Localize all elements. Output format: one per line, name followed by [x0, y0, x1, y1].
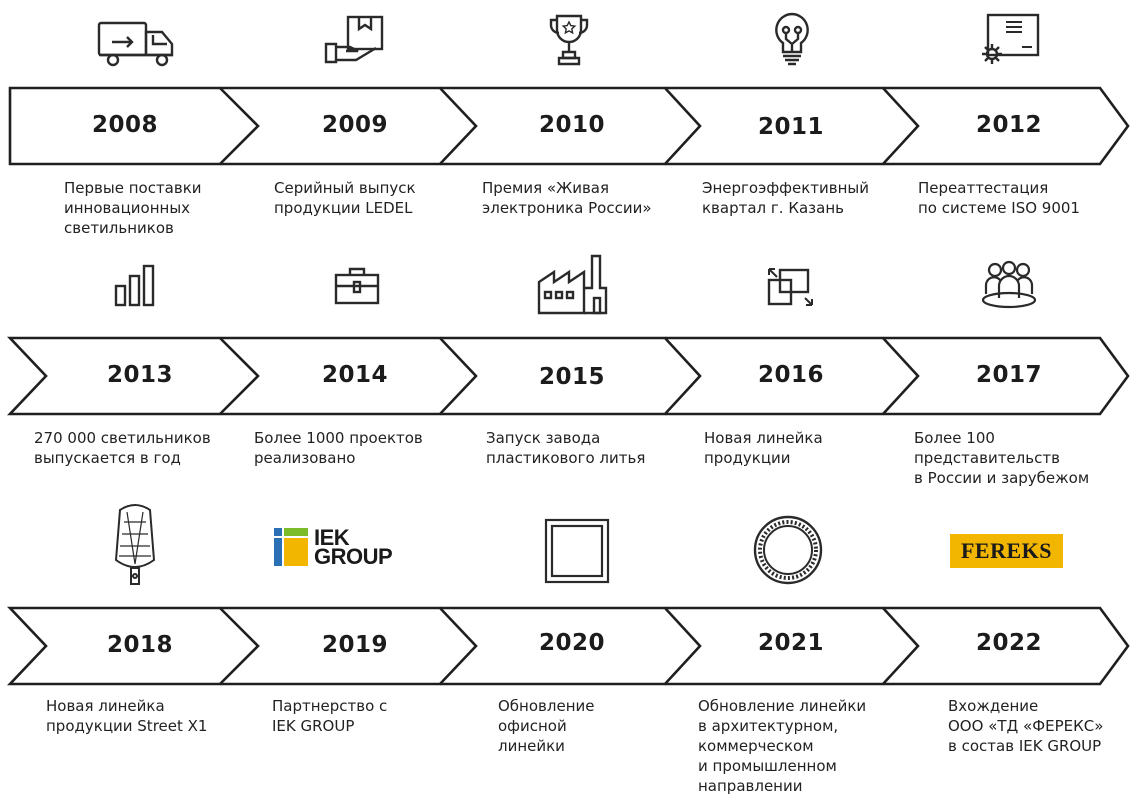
milestone-description: Обновление линейки в архитектурном, комм…	[698, 697, 867, 795]
milestone-description: Первые поставки инновационных светильник…	[64, 179, 202, 237]
milestone-description: Энергоэффективный квартал г. Казань	[702, 179, 869, 217]
iek-logo-text-line1: IEK	[314, 525, 350, 550]
year-label: 2012	[975, 112, 1042, 138]
iek-logo-bar-green	[284, 528, 308, 536]
lightbulb-icon	[770, 10, 814, 72]
expand-square-icon	[766, 266, 814, 312]
milestone-description: Новая линейка продукции Street X1	[46, 697, 208, 735]
year-label: 2020	[538, 630, 605, 656]
iek-logo-square-yellow	[284, 538, 308, 566]
year-label: 2022	[975, 630, 1042, 656]
milestone-description: Серийный выпуск продукции LEDEL	[274, 179, 416, 217]
year-label: 2016	[757, 362, 824, 388]
year-label: 2009	[321, 112, 388, 138]
timeline-row-1: 2008 2009 2010 2011 2012 Первые поставки…	[0, 0, 1131, 250]
truck-icon	[96, 18, 180, 72]
briefcase-icon	[333, 266, 381, 310]
milestone-description: Более 1000 проектов реализовано	[254, 429, 423, 467]
milestone-description: Переаттестация по системе ISO 9001	[918, 179, 1080, 217]
trophy-icon	[548, 12, 590, 72]
milestone-description: 270 000 светильников выпускается в год	[34, 429, 211, 467]
year-label: 2017	[975, 362, 1042, 388]
iek-logo-square-blue	[274, 528, 282, 536]
timeline-arrow-band-2: 2013 2014 2015 2016 2017	[0, 336, 1131, 416]
milestone-description: Более 100 представительств в России и за…	[914, 429, 1090, 487]
square-panel-icon	[544, 518, 610, 588]
milestone-description: Премия «Живая электроника России»	[482, 179, 652, 217]
milestone-description: Обновление офисной линейки	[498, 697, 595, 755]
timeline-arrow-band-3: 2018 2019 2020 2021 2022	[0, 606, 1131, 686]
year-label: 2008	[91, 112, 158, 138]
year-label: 2015	[538, 364, 605, 390]
year-label: 2018	[106, 632, 173, 658]
street-lamp-icon	[112, 502, 158, 594]
product-box-icon	[322, 14, 388, 70]
milestone-description: Партнерство с IEK GROUP	[272, 697, 388, 735]
year-label: 2014	[321, 362, 388, 388]
year-label: 2019	[321, 632, 388, 658]
bar-chart-icon	[113, 264, 157, 312]
year-label: 2021	[757, 630, 824, 656]
year-label: 2011	[757, 114, 824, 140]
factory-icon	[536, 252, 612, 320]
timeline-row-3: IEK GROUP FEREKS 2018 2019 2020 2021 202…	[0, 500, 1131, 805]
year-label: 2010	[538, 112, 605, 138]
timeline-arrow-band-1: 2008 2009 2010 2011 2012	[0, 86, 1131, 166]
milestone-description: Новая линейка продукции	[704, 429, 823, 467]
certificate-gear-icon	[978, 12, 1042, 72]
milestone-description: Запуск завода пластикового литья	[486, 429, 646, 467]
milestone-description: Вхождение ООО «ТД «ФЕРЕКС» в состав IEK …	[948, 697, 1104, 755]
iek-group-logo: IEK GROUP	[274, 525, 404, 569]
iek-logo-text-line2: GROUP	[314, 544, 393, 569]
fereks-logo: FEREKS	[950, 534, 1063, 568]
timeline-row-2: 2013 2014 2015 2016 2017 270 000 светиль…	[0, 250, 1131, 500]
people-group-icon	[980, 260, 1038, 314]
round-panel-icon	[752, 514, 824, 590]
iek-logo-bar-blue	[274, 538, 282, 566]
year-label: 2013	[106, 362, 173, 388]
